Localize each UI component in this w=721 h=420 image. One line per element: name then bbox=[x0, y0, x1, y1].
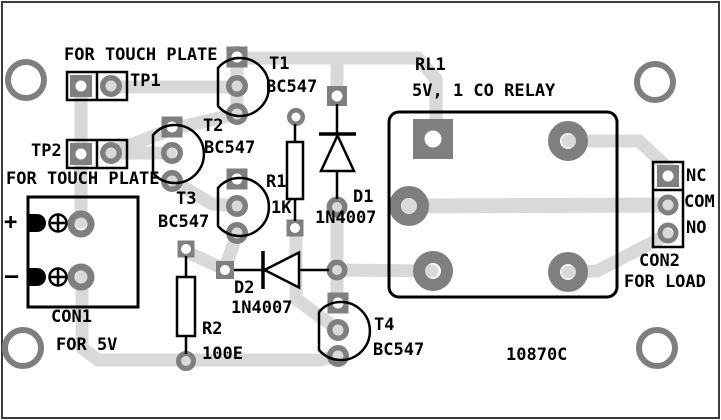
label-touch-plate-left: FOR TOUCH PLATE bbox=[6, 169, 160, 189]
r1-body bbox=[285, 140, 305, 201]
label-board-code: 10870C bbox=[506, 345, 568, 365]
con1-outline bbox=[26, 195, 140, 309]
label-t3-ref: T3 bbox=[176, 189, 197, 209]
label-t4-part: BC547 bbox=[373, 340, 425, 360]
tp1-pad2 bbox=[100, 75, 122, 97]
label-d2-part: 1N4007 bbox=[231, 298, 293, 318]
t1-pad-mid bbox=[226, 75, 248, 97]
mounting-hole-bottom-left bbox=[2, 327, 44, 369]
con1-screw-plus bbox=[48, 213, 68, 233]
d2-pad-right bbox=[326, 259, 348, 281]
label-r1-ref: R1 bbox=[266, 172, 287, 192]
label-con2-ref: CON2 bbox=[639, 251, 680, 271]
label-r2-ref: R2 bbox=[202, 319, 223, 339]
label-t3-part: BC547 bbox=[158, 212, 210, 232]
mounting-hole-top-right bbox=[634, 61, 676, 103]
label-t4-ref: T4 bbox=[374, 315, 395, 335]
trace-bottom-rail bbox=[75, 270, 345, 367]
con1-wire-slot-plus bbox=[28, 214, 46, 232]
t4-pad-bot bbox=[327, 345, 349, 367]
label-con1-desc: FOR 5V bbox=[56, 335, 118, 355]
tp2-pad2 bbox=[100, 142, 122, 164]
tp1-pad1-hole bbox=[75, 80, 87, 92]
con1-screw-minus bbox=[48, 267, 68, 287]
label-con2-pin-nc: NC bbox=[686, 166, 707, 186]
label-con1-ref: CON1 bbox=[51, 307, 92, 327]
label-con2-pin-com: COM bbox=[684, 192, 715, 212]
t3-pad-mid bbox=[226, 195, 248, 217]
d1-triangle bbox=[319, 132, 356, 173]
con2-outline bbox=[651, 160, 685, 249]
label-t1-ref: T1 bbox=[269, 54, 290, 74]
d2-pad-left-hole bbox=[220, 265, 230, 275]
label-relay-desc: 5V, 1 CO RELAY bbox=[412, 81, 556, 101]
relay-pad-coil2 bbox=[413, 251, 453, 291]
label-tp1: TP1 bbox=[130, 71, 161, 91]
relay-pad-no bbox=[548, 252, 588, 292]
tp2-pad1-hole bbox=[75, 148, 87, 160]
t2-outline bbox=[151, 123, 206, 185]
d1-pad-top-hole bbox=[331, 90, 343, 102]
label-touch-plate-top: FOR TOUCH PLATE bbox=[64, 45, 218, 65]
t3-outline bbox=[216, 176, 271, 238]
label-relay-ref: RL1 bbox=[415, 55, 446, 75]
relay-pad-coil1-hole bbox=[424, 130, 442, 148]
mounting-hole-top-left bbox=[5, 59, 47, 101]
r1-pad-top bbox=[287, 108, 305, 126]
t4-outline bbox=[317, 300, 372, 362]
label-con2-desc: FOR LOAD bbox=[624, 272, 706, 292]
trace-r1-t4 bbox=[289, 221, 344, 336]
label-r1-value: 1K bbox=[271, 198, 292, 218]
label-r2-value: 100E bbox=[202, 344, 243, 364]
label-d2-ref: D2 bbox=[234, 278, 255, 298]
copper-traces bbox=[74, 45, 675, 367]
label-tp2: TP2 bbox=[31, 141, 62, 161]
relay-pad-com bbox=[389, 186, 429, 226]
r1-pad-bot-hole bbox=[290, 223, 300, 233]
mounting-hole-bottom-right bbox=[636, 327, 678, 369]
label-t2-ref: T2 bbox=[203, 116, 224, 136]
r2-pad-top-hole bbox=[181, 244, 191, 254]
con2-pad-com bbox=[657, 194, 679, 216]
label-d1-ref: D1 bbox=[353, 187, 374, 207]
label-d1-part: 1N4007 bbox=[315, 208, 377, 228]
r2-body bbox=[175, 275, 197, 338]
trace-top-rail-relay bbox=[230, 51, 443, 145]
label-t1-part: BC547 bbox=[266, 77, 318, 97]
relay-pad-nc bbox=[548, 121, 588, 161]
con2-pad-no bbox=[657, 222, 679, 244]
con2-pad-nc-hole bbox=[662, 170, 674, 182]
label-t2-part: BC547 bbox=[204, 138, 256, 158]
d2-triangle bbox=[261, 250, 301, 290]
t1-outline bbox=[216, 56, 271, 118]
t4-pad-mid bbox=[327, 319, 349, 341]
silkscreen bbox=[26, 56, 685, 362]
con1-pad-plus bbox=[67, 210, 95, 238]
label-con1-plus: + bbox=[4, 210, 18, 235]
relay-outline bbox=[387, 110, 619, 299]
label-con2-pin-no: NO bbox=[686, 218, 707, 238]
con1-wire-slot-minus bbox=[28, 268, 46, 286]
con1-pad-minus bbox=[67, 263, 95, 291]
t2-pad-mid bbox=[161, 142, 183, 164]
trace-relay-com bbox=[401, 197, 675, 214]
d1-pad-bot bbox=[326, 196, 348, 218]
label-con1-minus: – bbox=[5, 264, 19, 289]
